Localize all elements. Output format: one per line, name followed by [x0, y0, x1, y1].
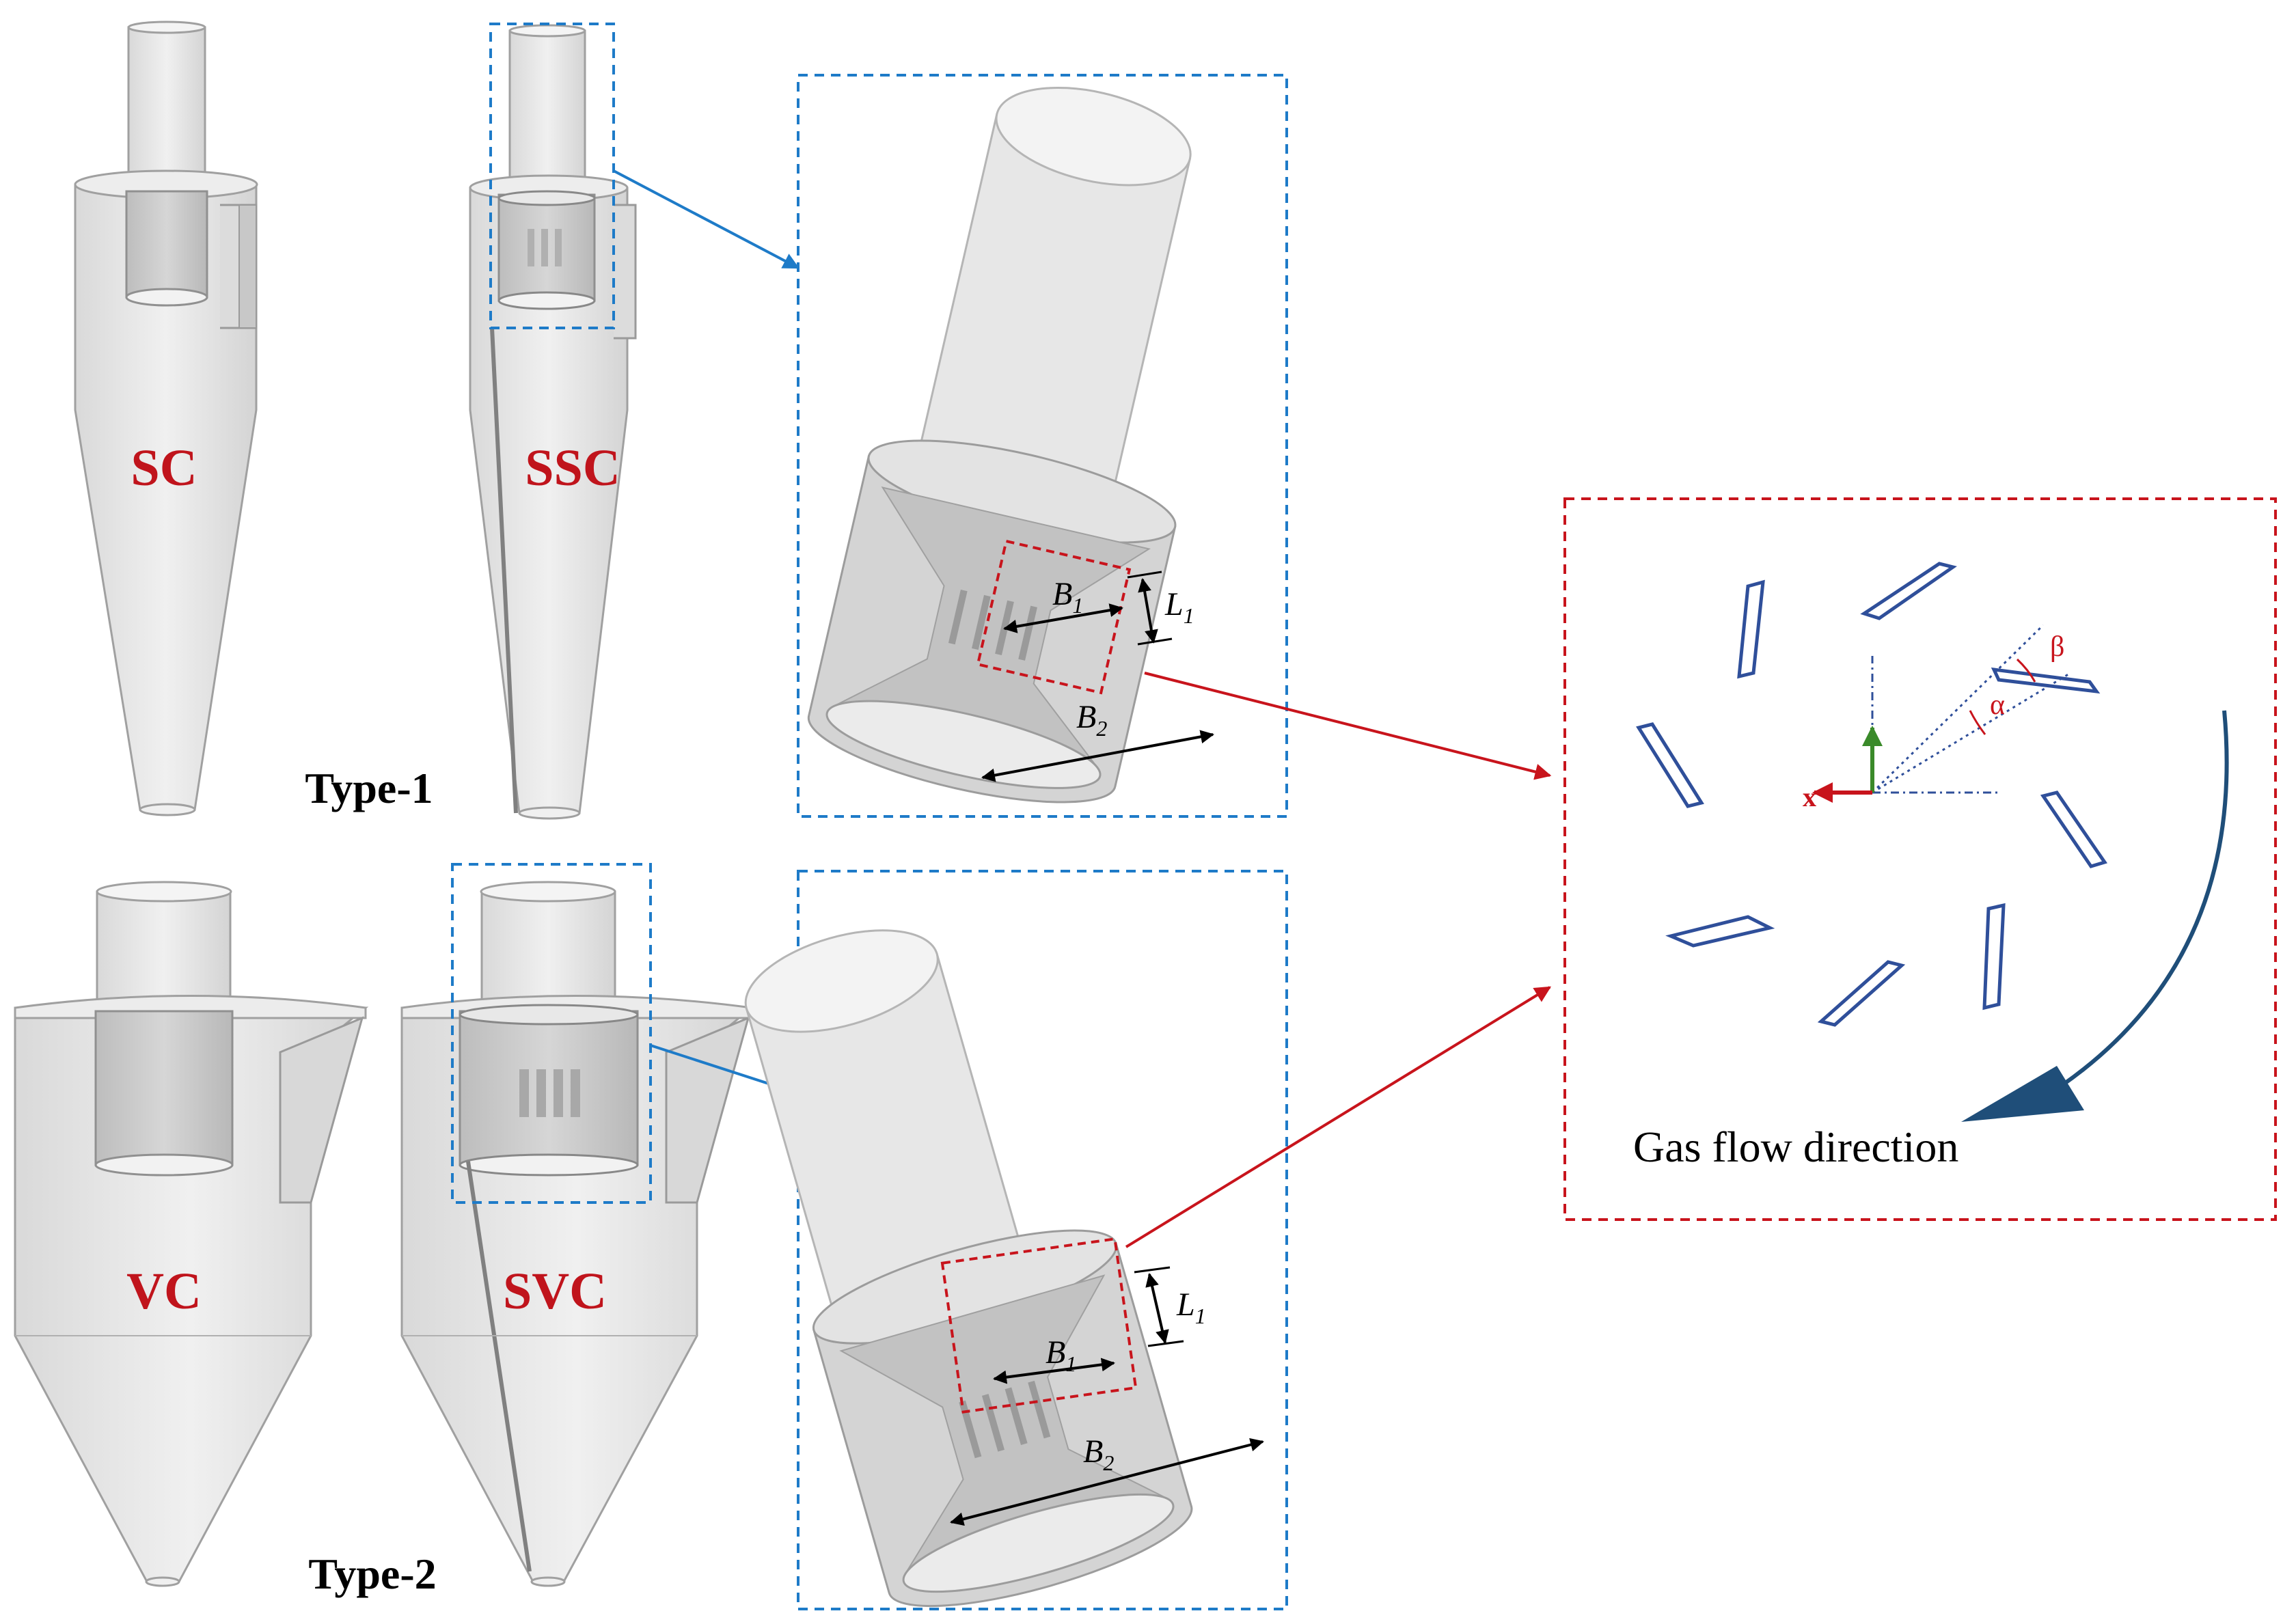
dim-l1-bottom: L1	[1176, 1287, 1206, 1328]
top-to-vane-arrow	[1144, 672, 1552, 780]
dim-l1-bottom-line	[1145, 1273, 1169, 1344]
bottom-detail-separator	[744, 929, 1193, 1608]
vane-panel	[1563, 497, 2277, 1221]
vane-1	[1737, 579, 1765, 679]
cyclone-svc	[400, 881, 755, 1587]
vane-7	[1982, 903, 2006, 1011]
vane-5	[2040, 791, 2107, 868]
flow-arrow-head	[1961, 1066, 2084, 1122]
dim-b2-bottom-line	[950, 1438, 1264, 1526]
flow-direction-arrow	[2038, 710, 2229, 1102]
dim-l1-top: L1	[1164, 586, 1194, 628]
gas-flow-label: Gas flow direction	[1633, 1123, 1958, 1171]
vane-6	[1665, 915, 1775, 948]
vane-set	[1636, 562, 2107, 1027]
angle-alpha: α	[1990, 689, 2005, 721]
top-detail-separator	[807, 86, 1192, 803]
top-vane-box	[976, 539, 1132, 695]
dim-b2-top-line	[981, 730, 1214, 782]
vane-2	[1860, 562, 1957, 620]
cyclone-sc	[74, 20, 258, 816]
cyclone-ssc	[469, 24, 637, 820]
label-vc: VC	[126, 1263, 202, 1320]
dim-b2-top: B2	[1076, 699, 1107, 741]
label-type2: Type-2	[308, 1550, 436, 1598]
dim-b2-bottom: B2	[1083, 1433, 1114, 1475]
vane-4	[1636, 722, 1704, 808]
label-ssc: SSC	[525, 439, 620, 497]
bottom-vane-box	[940, 1237, 1138, 1414]
dim-b1-top: B1	[1052, 576, 1083, 618]
bottom-to-vane-arrow	[1125, 986, 1552, 1248]
label-type1: Type-1	[305, 764, 433, 812]
cyclone-vc	[14, 881, 369, 1587]
angle-beta: β	[2050, 631, 2064, 663]
label-sc: SC	[131, 439, 197, 497]
dim-b1-bottom-line	[993, 1358, 1115, 1384]
ssc-zoom-arrow	[613, 169, 800, 269]
label-svc: SVC	[503, 1263, 607, 1320]
vane-3	[1991, 667, 2101, 694]
axis-x-label: x	[1803, 782, 1816, 812]
svc-zoom-box	[451, 863, 652, 1204]
bottom-detail-panel	[797, 870, 1288, 1610]
dim-b1-top-line	[1003, 603, 1123, 633]
vane-axes	[1812, 624, 2071, 803]
top-detail-panel	[797, 74, 1288, 818]
vane-8	[1817, 960, 1906, 1027]
dim-b1-bottom: B1	[1046, 1334, 1076, 1376]
dim-l1-top-line	[1138, 578, 1158, 644]
